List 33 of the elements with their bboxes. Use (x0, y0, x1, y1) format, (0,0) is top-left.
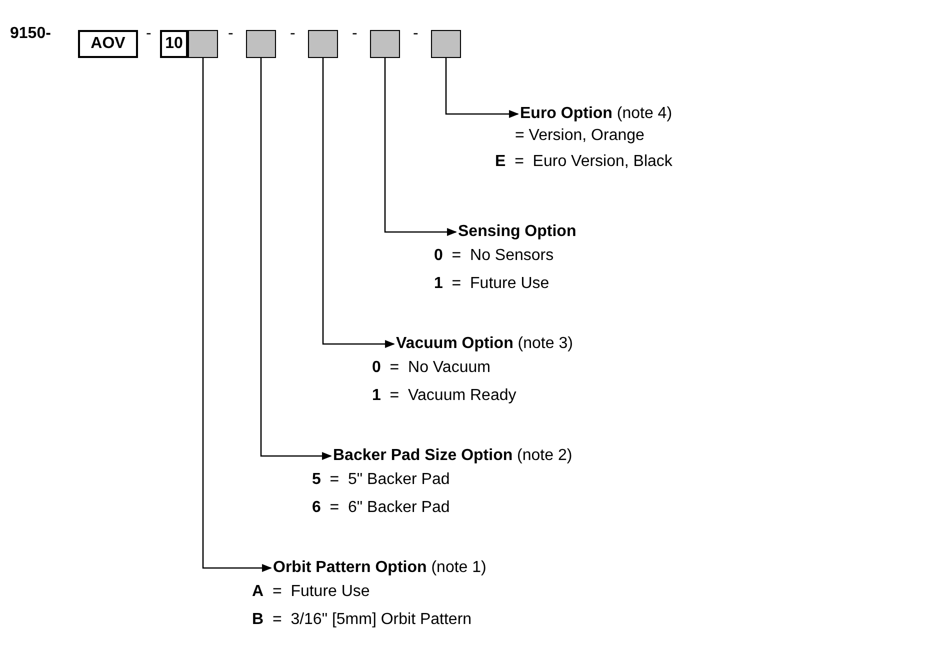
option-slot (246, 30, 276, 58)
option-code-row: 6 = 6" Backer Pad (312, 498, 450, 518)
option-code-row: B = 3/16" [5mm] Orbit Pattern (252, 610, 472, 630)
connector-arrow (384, 58, 457, 236)
option-code-row: 1 = Vacuum Ready (372, 386, 516, 406)
option-slot (188, 30, 218, 58)
option-heading: Backer Pad Size Option (note 2) (333, 446, 572, 466)
option-heading: Vacuum Option (note 3) (396, 334, 573, 354)
option-code-row: E = Euro Version, Black (495, 152, 672, 172)
option-slot (431, 30, 461, 58)
separator-dash: - (352, 24, 358, 44)
option-heading: Orbit Pattern Option (note 1) (273, 558, 486, 578)
option-heading: Euro Option (note 4) (520, 104, 672, 124)
code-box: AOV (78, 30, 138, 58)
option-code-row: = Version, Orange (515, 126, 644, 146)
connector-arrow (445, 58, 519, 118)
option-slot (370, 30, 400, 58)
code-box: 10 (160, 30, 188, 58)
separator-dash: - (290, 24, 296, 44)
connector-arrow (322, 58, 395, 348)
option-code-row: A = Future Use (252, 582, 370, 602)
separator-dash: - (146, 24, 152, 44)
connector-arrow (260, 58, 332, 460)
option-code-row: 0 = No Vacuum (372, 358, 490, 378)
option-heading: Sensing Option (458, 222, 576, 242)
option-code-row: 5 = 5" Backer Pad (312, 470, 450, 490)
option-code-row: 1 = Future Use (434, 274, 550, 294)
part-number-prefix: 9150- (10, 24, 51, 44)
connector-arrow (202, 58, 272, 572)
separator-dash: - (413, 24, 418, 44)
separator-dash: - (228, 24, 234, 44)
option-code-row: 0 = No Sensors (434, 246, 554, 266)
option-slot (308, 30, 338, 58)
